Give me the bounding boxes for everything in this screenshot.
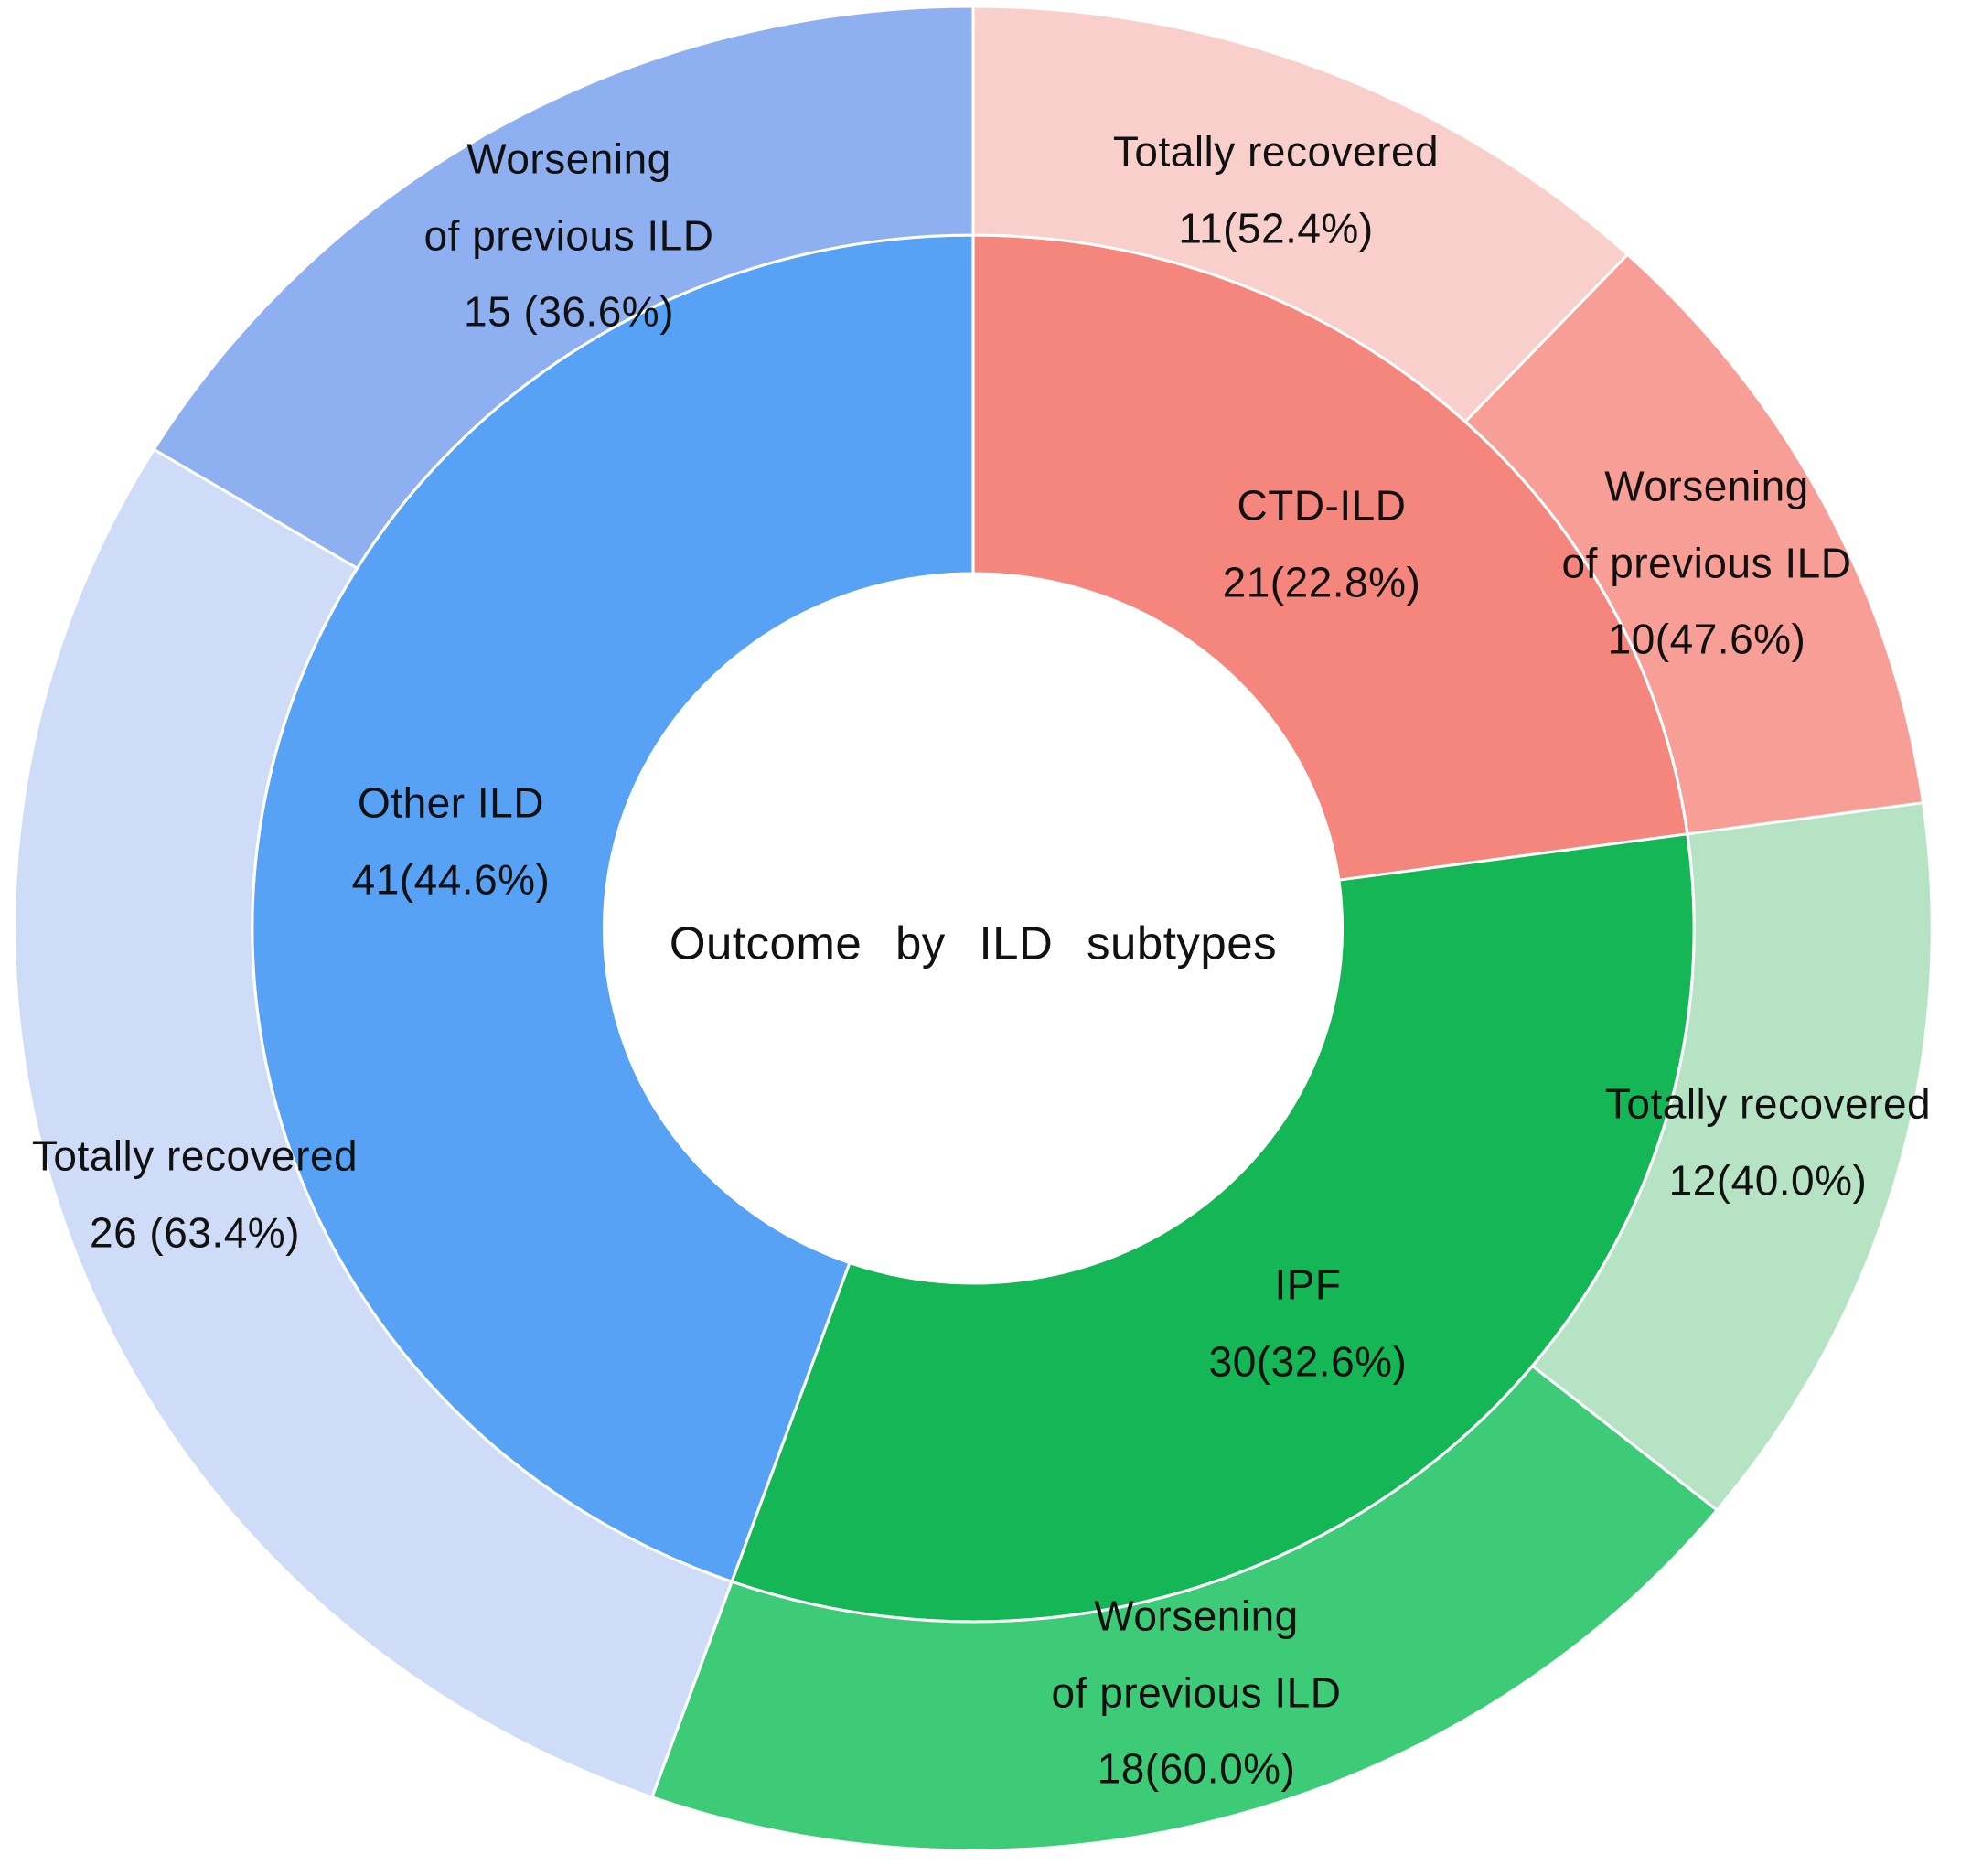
chart-center-title: Outcome by ILD subtypes [669,917,1278,970]
donut-ring-group [13,5,1934,1852]
outer-segment-other-ild-totally-recovered [13,447,734,1799]
outer-segment-ipf-worsening-of-previous-ild [650,1364,1719,1852]
outer-segment-other-ild-worsening-of-previous-ild [152,5,975,570]
